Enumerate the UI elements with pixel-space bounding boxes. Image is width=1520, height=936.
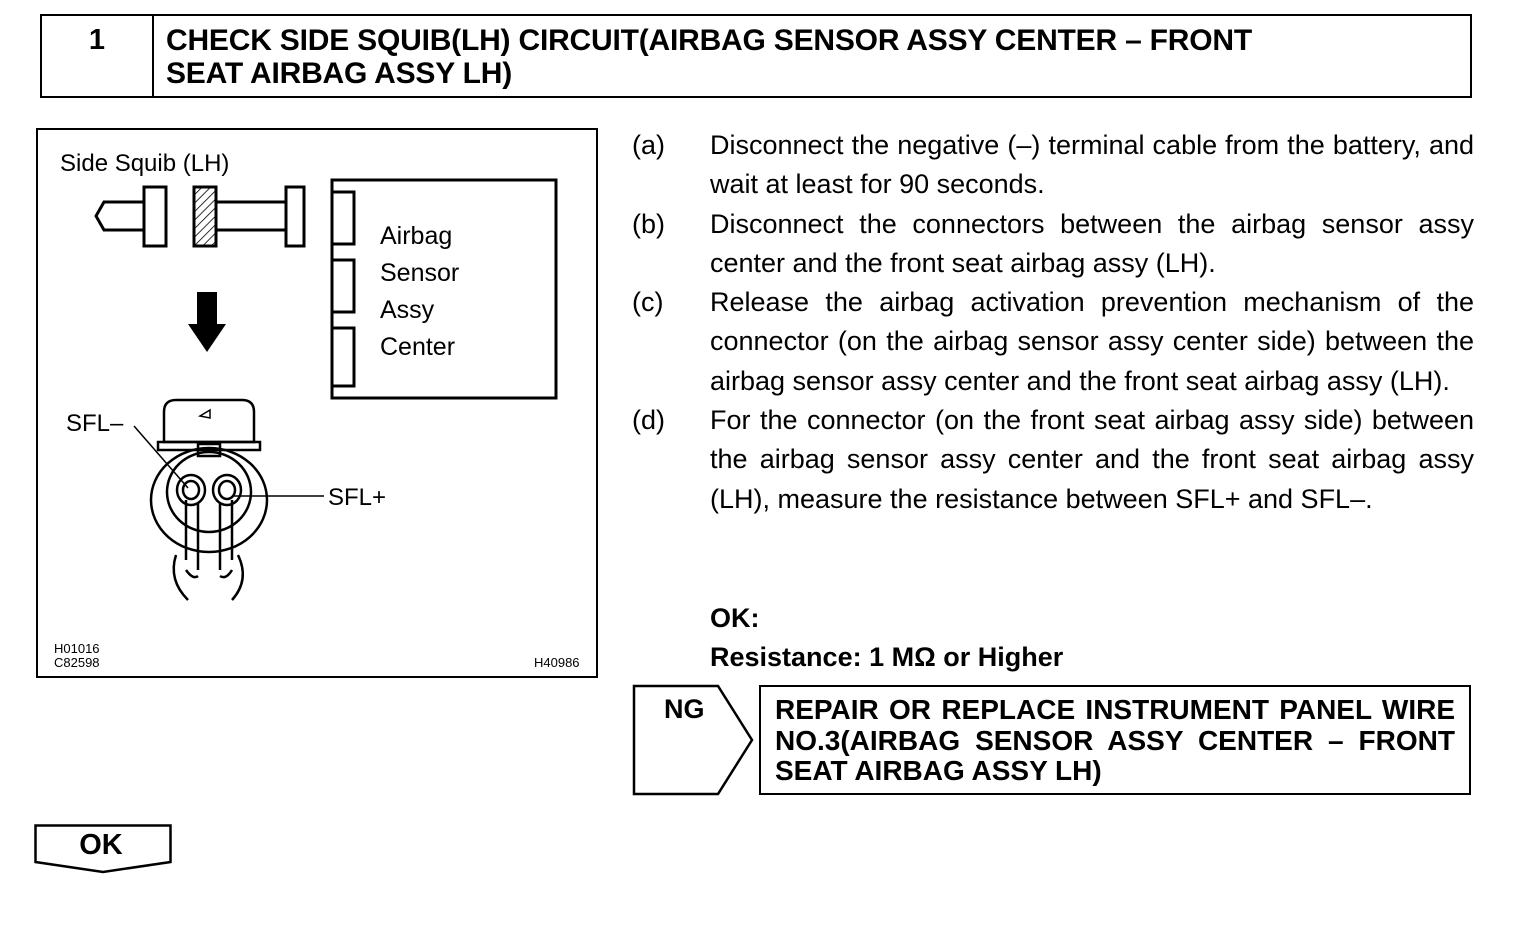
instruction-text: Release the airbag activation prevention… xyxy=(710,287,1474,396)
step-title-line1: CHECK SIDE SQUIB(LH) CIRCUIT(AIRBAG SENS… xyxy=(166,24,1252,57)
instruction-text: Disconnect the negative (–) terminal cab… xyxy=(710,130,1474,200)
terminal-plus-label: SFL+ xyxy=(328,484,387,511)
instruction-letter: (b) xyxy=(632,208,665,239)
ecu-label-line: Center xyxy=(380,333,456,361)
airbag-sensor-box xyxy=(330,178,558,400)
instruction-text: For the connector (on the front seat air… xyxy=(710,405,1474,514)
ok-spec-label: OK: xyxy=(710,603,760,633)
instruction-text: Disconnect the connectors between the ai… xyxy=(710,208,1474,278)
instruction-letter: (d) xyxy=(632,405,665,436)
step-header: 1 CHECK SIDE SQUIB(LH) CIRCUIT(AIRBAG SE… xyxy=(40,14,1472,98)
ecu-label: Airbag Sensor Assy Center xyxy=(380,218,459,366)
instruction-item: (b) Disconnect the connectors between th… xyxy=(632,205,1474,284)
instruction-item: (d) For the connector (on the front seat… xyxy=(632,401,1474,519)
instruction-item: (c) Release the airbag activation preven… xyxy=(632,283,1474,401)
step-number: 1 xyxy=(42,16,154,96)
instruction-letter: (a) xyxy=(632,130,665,160)
ok-spec-value: Resistance: 1 MΩ or Higher xyxy=(710,642,1064,673)
instruction-letter: (c) xyxy=(632,287,664,318)
ng-label[interactable]: NG xyxy=(664,694,705,724)
instruction-list: (a) Disconnect the negative (–) terminal… xyxy=(632,126,1474,519)
ok-button-shape xyxy=(34,824,172,874)
connector-face-icon xyxy=(133,398,324,601)
side-squib-label: Side Squib (LH) xyxy=(60,150,230,177)
ecu-label-line: Airbag xyxy=(380,222,453,250)
connector-icon xyxy=(94,185,306,248)
ng-action-box[interactable]: REPAIR OR REPLACE INSTRUMENT PANEL WIRE … xyxy=(759,685,1471,795)
down-arrow-icon xyxy=(188,292,226,352)
ecu-label-line: Sensor xyxy=(380,259,460,287)
figure-code: C82598 xyxy=(54,655,100,670)
ng-arrow-icon xyxy=(632,684,754,796)
figure-code-right: H40986 xyxy=(534,655,580,670)
ok-button[interactable]: OK xyxy=(79,829,123,861)
connector-illustration: Side Squib (LH) Airbag Sensor Assy Cente… xyxy=(36,128,598,678)
step-title-line2: SEAT AIRBAG ASSY LH) xyxy=(166,57,513,90)
ok-spec: OK: Resistance: 1 MΩ or Higher xyxy=(710,599,1063,678)
ecu-label-line: Assy xyxy=(380,296,435,324)
instruction-item: (a) Disconnect the negative (–) terminal… xyxy=(632,126,1474,205)
figure-code-left: H01016 C82598 xyxy=(54,642,100,670)
figure-code: H01016 xyxy=(54,641,100,656)
step-title: CHECK SIDE SQUIB(LH) CIRCUIT(AIRBAG SENS… xyxy=(154,16,1470,96)
illustration-drawing xyxy=(94,178,558,601)
terminal-minus-label: SFL– xyxy=(66,410,124,437)
